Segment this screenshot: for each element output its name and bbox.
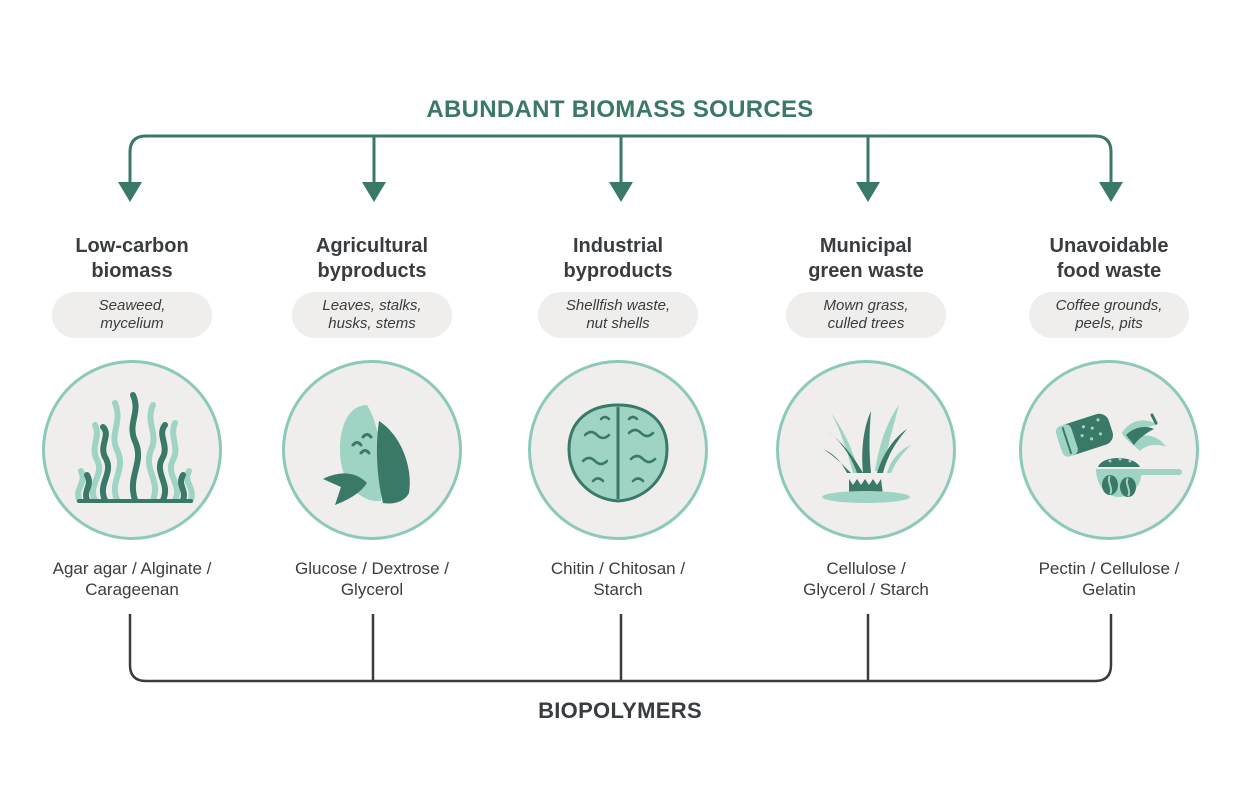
arrow-down-icon xyxy=(609,182,633,202)
icon-circle xyxy=(776,360,956,540)
source-column-municipal: Municipal green waste Mown grass, culled… xyxy=(751,234,981,600)
biopolymer-line: Cellulose / xyxy=(826,559,906,578)
walnut-icon xyxy=(567,403,669,503)
biopolymer-line: Chitin / Chitosan / xyxy=(550,559,686,578)
biopolymer-label: Chitin / Chitosan / Starch xyxy=(503,558,733,600)
biopolymer-line: Agar agar / Alginate / xyxy=(52,559,212,578)
category-title: Municipal green waste xyxy=(808,234,924,288)
biopolymer-line: Glycerol xyxy=(340,580,404,599)
food-waste-icon xyxy=(1055,413,1182,497)
category-title-line: Low-carbon xyxy=(75,235,189,257)
biopolymer-label: Pectin / Cellulose / Gelatin xyxy=(994,558,1224,600)
grass-icon xyxy=(822,405,911,503)
category-title-line: byproducts xyxy=(317,260,427,282)
arrow-down-icon xyxy=(1099,182,1123,202)
examples-pill: Coffee grounds, peels, pits xyxy=(1029,292,1189,338)
source-column-food-waste: Unavoidable food waste Coffee grounds, p… xyxy=(994,234,1224,600)
icon-circle xyxy=(282,360,462,540)
biopolymer-label: Cellulose / Glycerol / Starch xyxy=(751,558,981,600)
examples-line: culled trees xyxy=(827,315,905,332)
arrow-down-icon xyxy=(118,182,142,202)
source-column-agricultural: Agricultural byproducts Leaves, stalks, … xyxy=(257,234,487,600)
header-title: ABUNDANT BIOMASS SOURCES xyxy=(426,96,814,123)
category-title-line: biomass xyxy=(91,260,173,282)
category-title: Industrial byproducts xyxy=(564,234,673,288)
seaweed-icon xyxy=(75,392,195,503)
category-title: Low-carbon biomass xyxy=(75,234,188,288)
source-column-industrial: Industrial byproducts Shellfish waste, n… xyxy=(503,234,733,600)
examples-line: mycelium xyxy=(100,315,164,332)
category-title-line: green waste xyxy=(808,260,924,282)
biopolymer-line: Starch xyxy=(593,580,643,599)
category-title-line: Agricultural xyxy=(315,235,429,257)
category-title-line: food waste xyxy=(1056,260,1162,282)
examples-pill: Seaweed, mycelium xyxy=(52,292,212,338)
icon-circle xyxy=(1019,360,1199,540)
footer-title: BIOPOLYMERS xyxy=(538,698,702,723)
biopolymer-line: Glucose / Dextrose / xyxy=(294,559,449,578)
examples-line: Mown grass, xyxy=(823,297,909,314)
biopolymer-line: Gelatin xyxy=(1082,580,1136,599)
examples-line: Seaweed, xyxy=(98,297,166,314)
examples-line: husks, stems xyxy=(328,315,416,332)
arrow-down-icon xyxy=(856,182,880,202)
arrow-down-icon xyxy=(362,182,386,202)
examples-line: Leaves, stalks, xyxy=(322,297,422,314)
category-title-line: byproducts xyxy=(563,260,673,282)
examples-pill: Shellfish waste, nut shells xyxy=(538,292,698,338)
biopolymer-label: Glucose / Dextrose / Glycerol xyxy=(257,558,487,600)
biopolymer-label: Agar agar / Alginate / Carageenan xyxy=(17,558,247,600)
biopolymer-line: Glycerol / Starch xyxy=(803,580,929,599)
category-title-line: Industrial xyxy=(572,235,663,257)
examples-line: peels, pits xyxy=(1075,315,1143,332)
icon-circle xyxy=(42,360,222,540)
examples-line: nut shells xyxy=(586,315,650,332)
examples-pill: Leaves, stalks, husks, stems xyxy=(292,292,452,338)
biopolymer-line: Pectin / Cellulose / xyxy=(1038,559,1180,578)
examples-line: Shellfish waste, xyxy=(565,297,671,314)
examples-pill: Mown grass, culled trees xyxy=(786,292,946,338)
biopolymer-line: Carageenan xyxy=(85,580,179,599)
icon-circle xyxy=(528,360,708,540)
corn-icon xyxy=(323,405,410,505)
category-title: Unavoidable food waste xyxy=(1050,234,1169,288)
category-title-line: Municipal xyxy=(819,235,913,257)
category-title: Agricultural byproducts xyxy=(316,234,428,288)
examples-line: Coffee grounds, xyxy=(1055,297,1163,314)
source-column-low-carbon: Low-carbon biomass Seaweed, mycelium xyxy=(17,234,247,600)
category-title-line: Unavoidable xyxy=(1049,235,1169,257)
